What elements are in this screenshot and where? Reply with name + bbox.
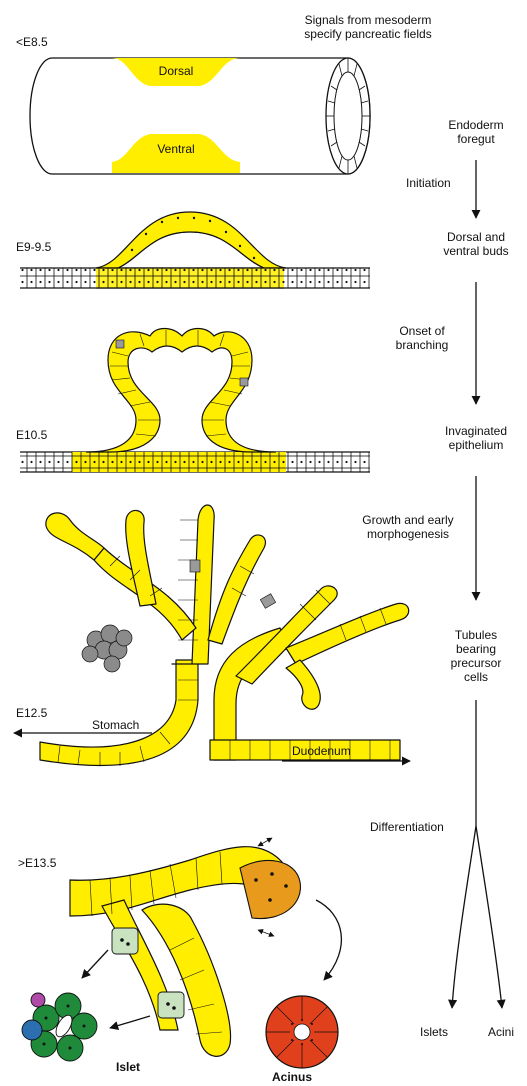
output-acini: Acini [488, 1025, 514, 1039]
duodenum-label: Duodenum [292, 744, 351, 758]
stage-label-e9: E9-9.5 [16, 240, 51, 254]
acinar-progenitor-cap [240, 860, 300, 918]
ventral-label: Ventral [148, 142, 204, 156]
stage-label-e12-5: E12.5 [16, 706, 47, 720]
bud-stage [20, 212, 370, 288]
grey-cell-cluster [82, 625, 132, 672]
islet-arrow-2 [110, 1016, 150, 1028]
dorsal-label: Dorsal [148, 64, 204, 78]
acinus-label: Acinus [272, 1070, 312, 1084]
output-islets: Islets [420, 1025, 448, 1039]
acinus-arrow [316, 900, 341, 980]
pathway-arrows [452, 160, 502, 1008]
stage-label-e10-5: E10.5 [16, 428, 47, 442]
stage-label-e13-5: >E13.5 [18, 856, 56, 870]
differentiation-stage [22, 838, 341, 1068]
acinus [266, 996, 338, 1068]
islet-label: Islet [116, 1060, 140, 1074]
edge-differentiation: Differentiation [370, 820, 444, 834]
edge-initiation: Initiation [406, 176, 451, 190]
stage-label-e8-5: <E8.5 [16, 35, 48, 49]
branching-stage [20, 329, 370, 473]
islet-arrow-1 [82, 950, 108, 978]
islet [22, 993, 97, 1061]
stomach-label: Stomach [92, 718, 139, 732]
